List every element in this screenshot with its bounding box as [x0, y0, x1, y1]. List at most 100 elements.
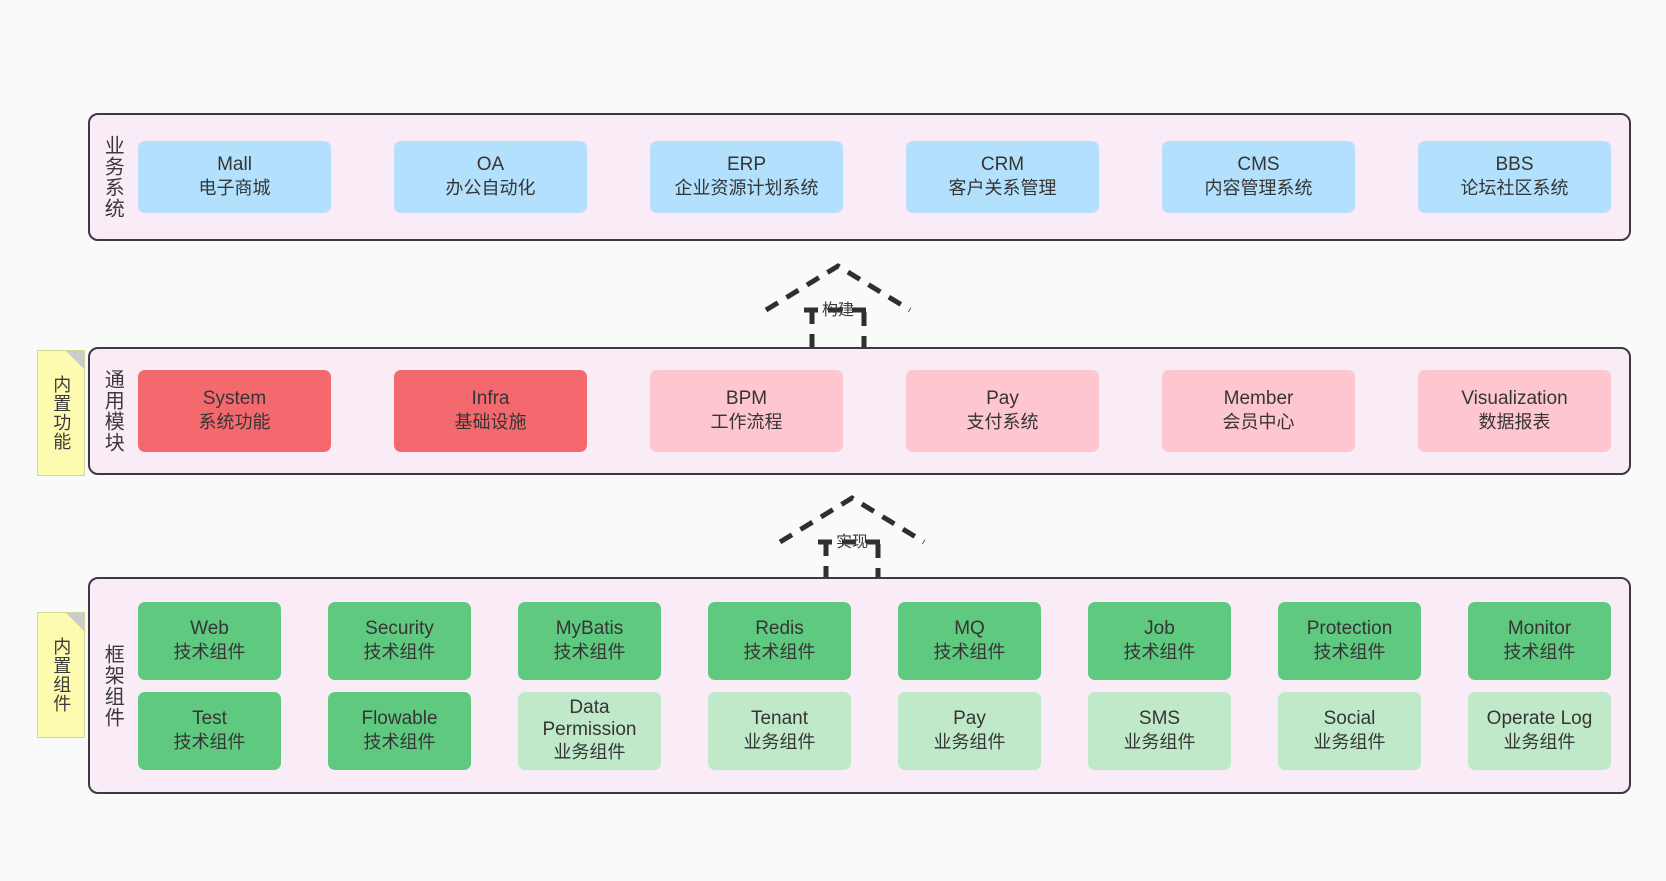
arrow-label-realize: 实现	[836, 534, 869, 551]
layer-title-framework: 框架组件	[101, 643, 124, 728]
node-title: Social	[1323, 707, 1376, 729]
node-mq[interactable]: MQ 技术组件	[898, 601, 1041, 680]
layer-common-modules: 通用模块 System 系统功能 Infra 基础设施 BPM 工作流程 Pay…	[88, 347, 1631, 475]
node-title: Web	[190, 617, 229, 639]
node-system[interactable]: System 系统功能	[138, 370, 331, 452]
node-monitor[interactable]: Monitor 技术组件	[1468, 601, 1611, 680]
node-subtitle: 客户关系管理	[948, 178, 1057, 199]
node-visualization[interactable]: Visualization 数据报表	[1418, 370, 1611, 452]
node-erp[interactable]: ERP 企业资源计划系统	[650, 141, 843, 213]
node-redis[interactable]: Redis 技术组件	[708, 601, 851, 680]
node-subtitle: 业务组件	[933, 731, 1006, 752]
node-title: MyBatis	[555, 617, 624, 639]
node-title: Data Permission	[542, 696, 637, 740]
node-subtitle: 技术组件	[1313, 641, 1386, 662]
node-crm[interactable]: CRM 客户关系管理	[906, 141, 1099, 213]
node-title: Pay	[986, 388, 1019, 410]
node-subtitle: 业务组件	[1503, 731, 1576, 752]
arrow-label-build: 构建	[822, 302, 855, 319]
node-subtitle: 技术组件	[363, 641, 436, 662]
node-operate-log[interactable]: Operate Log 业务组件	[1468, 691, 1611, 770]
node-cms[interactable]: CMS 内容管理系统	[1162, 141, 1355, 213]
node-title: ERP	[726, 154, 767, 176]
node-subtitle: 技术组件	[933, 641, 1006, 662]
node-title: Security	[365, 617, 434, 639]
sticky-note-label: 内置组件	[51, 637, 72, 713]
node-title: CRM	[980, 154, 1025, 176]
node-title: Infra	[471, 388, 510, 410]
node-oa[interactable]: OA 办公自动化	[394, 141, 587, 213]
arrow-head-triangle-sides	[778, 495, 926, 545]
node-title: System	[202, 388, 267, 410]
node-title: Test	[192, 707, 227, 729]
node-subtitle: 技术组件	[173, 641, 246, 662]
node-member[interactable]: Member 会员中心	[1162, 370, 1355, 452]
node-title: OA	[476, 154, 505, 176]
node-sms[interactable]: SMS 业务组件	[1088, 691, 1231, 770]
layer-body-modules: System 系统功能 Infra 基础设施 BPM 工作流程 Pay 支付系统…	[134, 349, 1629, 473]
arrow-head-triangle-sides	[764, 263, 912, 313]
node-mall[interactable]: Mall 电子商城	[138, 141, 331, 213]
node-tenant[interactable]: Tenant 业务组件	[708, 691, 851, 770]
sticky-note-builtin-component: 内置组件	[37, 612, 85, 738]
arrow-realize: 实现	[772, 490, 932, 587]
node-title: BPM	[725, 388, 768, 410]
layer-title-modules: 通用模块	[101, 369, 124, 453]
sticky-note-label: 内置功能	[51, 375, 72, 451]
node-title: Pay	[953, 707, 986, 729]
node-test[interactable]: Test 技术组件	[138, 691, 281, 770]
node-infra[interactable]: Infra 基础设施	[394, 370, 587, 452]
layer-body-business: Mall 电子商城 OA 办公自动化 ERP 企业资源计划系统 CRM 客户关系…	[134, 115, 1629, 239]
node-title: Visualization	[1461, 388, 1568, 410]
node-subtitle: 基础设施	[454, 412, 527, 433]
layer-row: Mall 电子商城 OA 办公自动化 ERP 企业资源计划系统 CRM 客户关系…	[138, 141, 1611, 213]
node-subtitle: 技术组件	[553, 641, 626, 662]
node-data-permission[interactable]: Data Permission 业务组件	[518, 691, 661, 770]
node-subtitle: 会员中心	[1222, 412, 1295, 433]
node-subtitle: 技术组件	[173, 731, 246, 752]
node-protection[interactable]: Protection 技术组件	[1278, 601, 1421, 680]
node-subtitle: 技术组件	[1503, 641, 1576, 662]
sticky-note-builtin-function: 内置功能	[37, 350, 85, 476]
node-pay-module[interactable]: Pay 支付系统	[906, 370, 1099, 452]
node-title: Flowable	[361, 707, 438, 729]
layer-title-business: 业务系统	[101, 135, 124, 219]
node-mybatis[interactable]: MyBatis 技术组件	[518, 601, 661, 680]
node-subtitle: 工作流程	[710, 412, 783, 433]
node-title: Operate Log	[1486, 707, 1593, 729]
node-subtitle: 支付系统	[966, 412, 1039, 433]
node-subtitle: 数据报表	[1478, 412, 1551, 433]
node-subtitle: 企业资源计划系统	[674, 178, 819, 199]
node-title: MQ	[954, 617, 985, 639]
node-social[interactable]: Social 业务组件	[1278, 691, 1421, 770]
node-pay-component[interactable]: Pay 业务组件	[898, 691, 1041, 770]
layer-business-systems: 业务系统 Mall 电子商城 OA 办公自动化 ERP 企业资源计划系统 CRM…	[88, 113, 1631, 241]
node-subtitle: 业务组件	[1313, 731, 1386, 752]
layer-body-framework: Web 技术组件 Security 技术组件 MyBatis 技术组件 Redi…	[134, 579, 1629, 792]
arrow-build: 构建	[758, 258, 918, 355]
node-bpm[interactable]: BPM 工作流程	[650, 370, 843, 452]
node-subtitle: 业务组件	[743, 731, 816, 752]
node-subtitle: 办公自动化	[445, 178, 536, 199]
node-title: Tenant	[750, 707, 809, 729]
node-title: Mall	[217, 154, 252, 176]
node-subtitle: 技术组件	[1123, 641, 1196, 662]
node-title: BBS	[1495, 154, 1534, 176]
node-title: SMS	[1138, 707, 1181, 729]
node-title: Protection	[1306, 617, 1393, 639]
node-subtitle: 技术组件	[363, 731, 436, 752]
layer-row: System 系统功能 Infra 基础设施 BPM 工作流程 Pay 支付系统…	[138, 370, 1611, 452]
layer-framework-components: 框架组件 Web 技术组件 Security 技术组件 MyBatis 技术组件…	[88, 577, 1631, 794]
node-job[interactable]: Job 技术组件	[1088, 601, 1231, 680]
node-security[interactable]: Security 技术组件	[328, 601, 471, 680]
layer-row-tech: Web 技术组件 Security 技术组件 MyBatis 技术组件 Redi…	[138, 601, 1611, 680]
node-title: Job	[1144, 617, 1175, 639]
node-subtitle: 电子商城	[198, 178, 271, 199]
node-web[interactable]: Web 技术组件	[138, 601, 281, 680]
node-flowable[interactable]: Flowable 技术组件	[328, 691, 471, 770]
node-bbs[interactable]: BBS 论坛社区系统	[1418, 141, 1611, 213]
node-title: Redis	[755, 617, 804, 639]
node-subtitle: 系统功能	[198, 412, 271, 433]
node-title: Monitor	[1507, 617, 1572, 639]
